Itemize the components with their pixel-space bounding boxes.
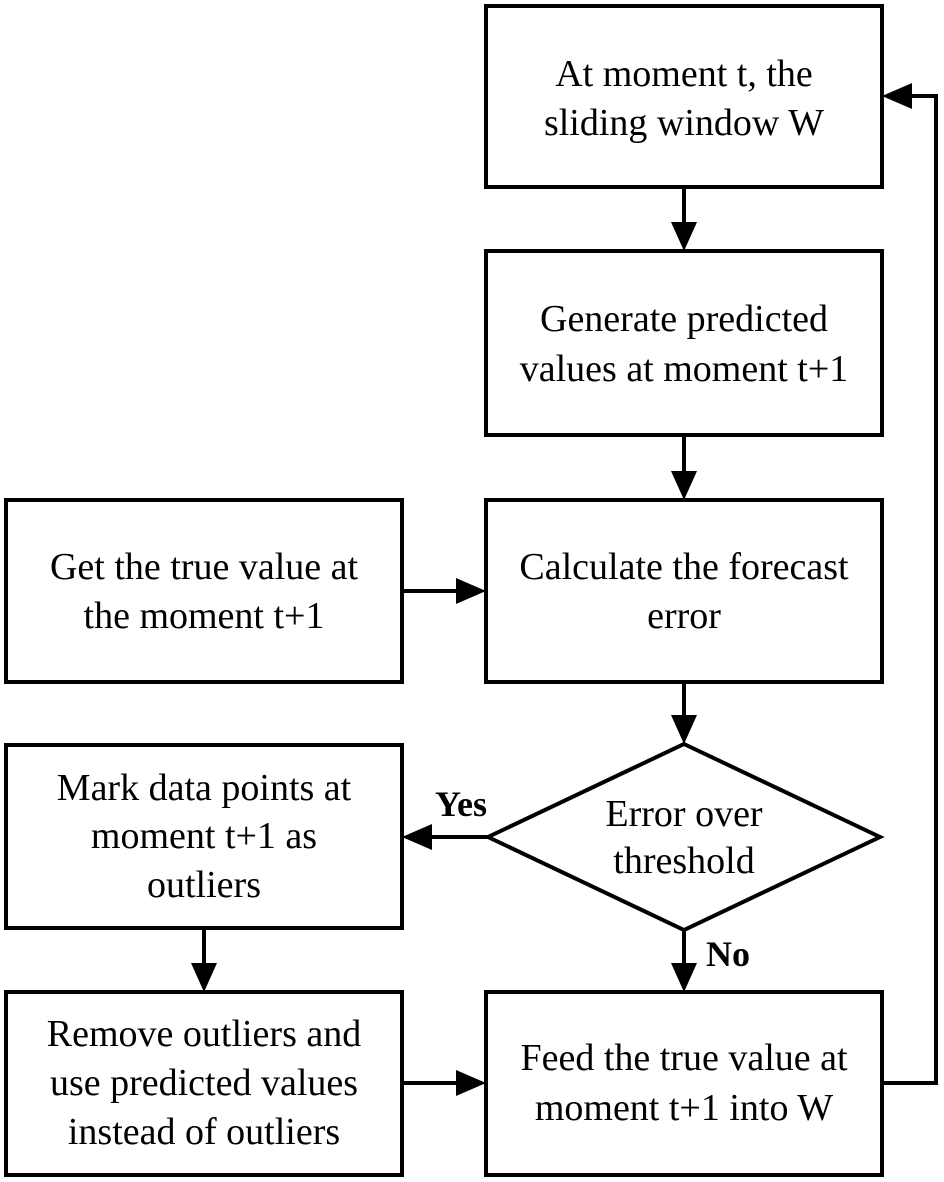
edge-generate-to-calculate (671, 435, 697, 500)
edge-threshold-no-to-feed: No (671, 930, 750, 992)
node-remove-outliers: Remove outliers and use predicted values… (4, 990, 404, 1177)
edge-label-yes: Yes (435, 784, 487, 824)
node-error-threshold: Error over threshold (483, 741, 885, 933)
node-sliding-window: At moment t, the sliding window W (484, 4, 884, 189)
node-sliding-window-line-1: At moment t, the (555, 53, 813, 95)
node-mark-outliers-line-2: moment t+1 as (91, 815, 317, 857)
node-get-true-value-line-2: the moment t+1 (84, 595, 325, 637)
arrowhead (402, 824, 432, 850)
node-generate-predicted-line-2: values at moment t+1 (520, 348, 849, 390)
node-get-true-value-box (4, 498, 404, 684)
arrowhead (671, 471, 697, 500)
node-get-true-value: Get the true value at the moment t+1 (4, 498, 404, 684)
edge-threshold-yes-to-mark: Yes (402, 784, 488, 850)
edge-calculate-to-threshold (671, 682, 697, 744)
node-sliding-window-line-2: sliding window W (544, 102, 824, 144)
edge-feed-loop-to-window (882, 83, 938, 1085)
arrowhead (882, 83, 912, 109)
node-remove-outliers-line-1: Remove outliers and (47, 1013, 361, 1055)
edge-truevalue-to-calculate (402, 578, 486, 604)
node-feed-true-value: Feed the true value at moment t+1 into W (484, 990, 884, 1177)
node-generate-predicted: Generate predicted values at moment t+1 (484, 249, 884, 437)
arrowhead (671, 222, 697, 251)
node-feed-true-value-line-2: moment t+1 into W (535, 1087, 833, 1129)
node-get-true-value-line-1: Get the true value at (50, 546, 359, 588)
edge-remove-to-feed (402, 1070, 486, 1096)
node-error-threshold-line-2: threshold (613, 840, 754, 882)
node-calculate-error-box (484, 498, 884, 684)
node-calculate-error: Calculate the forecast error (484, 498, 884, 684)
arrowhead (456, 578, 486, 604)
node-feed-true-value-box (484, 990, 884, 1177)
node-remove-outliers-line-2: use predicted values (50, 1062, 358, 1104)
node-calculate-error-line-2: error (647, 595, 721, 637)
node-generate-predicted-line-1: Generate predicted (540, 298, 828, 340)
node-error-threshold-line-1: Error over (605, 793, 763, 835)
node-feed-true-value-line-1: Feed the true value at (520, 1037, 848, 1079)
node-calculate-error-line-1: Calculate the forecast (519, 546, 849, 588)
node-mark-outliers-box (4, 743, 404, 930)
node-error-threshold-diamond (483, 741, 885, 933)
node-remove-outliers-line-3: instead of outliers (68, 1111, 340, 1153)
arrowhead (671, 715, 697, 744)
node-mark-outliers-line-1: Mark data points at (57, 767, 352, 809)
node-mark-outliers: Mark data points at moment t+1 as outlie… (4, 743, 404, 930)
edge-window-to-generate (671, 187, 697, 251)
node-generate-predicted-box (484, 249, 884, 437)
edge-mark-to-remove (191, 928, 217, 992)
arrowhead (191, 963, 217, 992)
edge-label-no: No (706, 934, 750, 974)
arrowhead (456, 1070, 486, 1096)
node-mark-outliers-line-3: outliers (147, 864, 261, 906)
arrowhead (671, 963, 697, 992)
node-remove-outliers-box (4, 990, 404, 1177)
node-sliding-window-box (484, 4, 884, 189)
